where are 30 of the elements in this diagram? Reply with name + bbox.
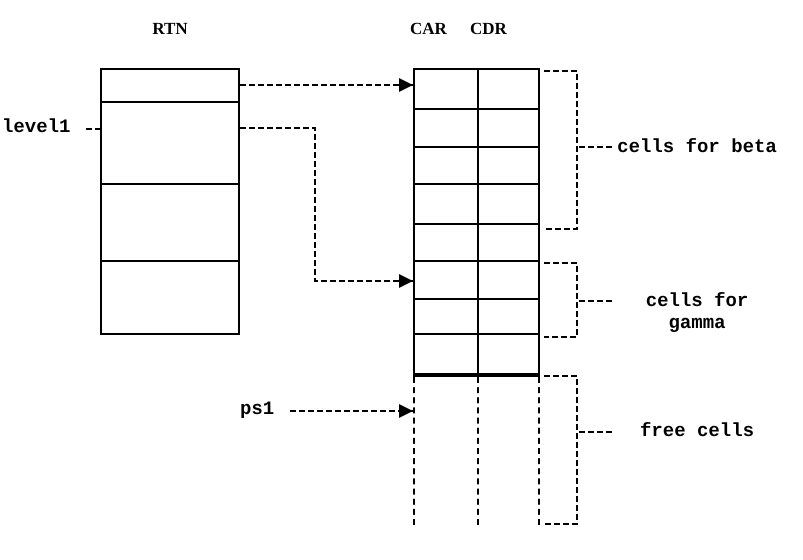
pointer-arrow bbox=[240, 127, 413, 288]
pointer-arrow bbox=[240, 78, 413, 92]
memory-cell bbox=[413, 68, 540, 110]
pointer-label: level1 bbox=[2, 116, 72, 138]
memory-cell bbox=[413, 300, 540, 335]
bracket bbox=[544, 262, 578, 338]
memory-cell bbox=[100, 262, 240, 335]
region-label: cells for beta bbox=[616, 136, 778, 158]
memory-cell bbox=[100, 103, 240, 185]
column-heading: RTN bbox=[152, 18, 188, 40]
memory-cell bbox=[100, 68, 240, 103]
memory-cell bbox=[413, 185, 540, 225]
leader-line bbox=[578, 431, 612, 433]
memory-cell bbox=[413, 335, 540, 375]
memory-cell bbox=[100, 185, 240, 262]
column-heading: CDR bbox=[470, 18, 507, 40]
memory-cell bbox=[413, 262, 540, 300]
pointer-arrow bbox=[290, 404, 413, 418]
memory-cell bbox=[413, 148, 540, 185]
region-label: free cells bbox=[638, 420, 756, 442]
pointer-label: ps1 bbox=[240, 398, 276, 420]
bracket bbox=[544, 375, 578, 525]
leader-line bbox=[578, 146, 612, 148]
memory-cell bbox=[413, 110, 540, 148]
region-label: cells for gamma bbox=[644, 290, 750, 334]
leader-line bbox=[578, 300, 612, 302]
column-heading: CAR bbox=[410, 18, 447, 40]
free-cell-area bbox=[413, 377, 540, 525]
bracket bbox=[544, 70, 578, 230]
memory-cell bbox=[413, 225, 540, 262]
